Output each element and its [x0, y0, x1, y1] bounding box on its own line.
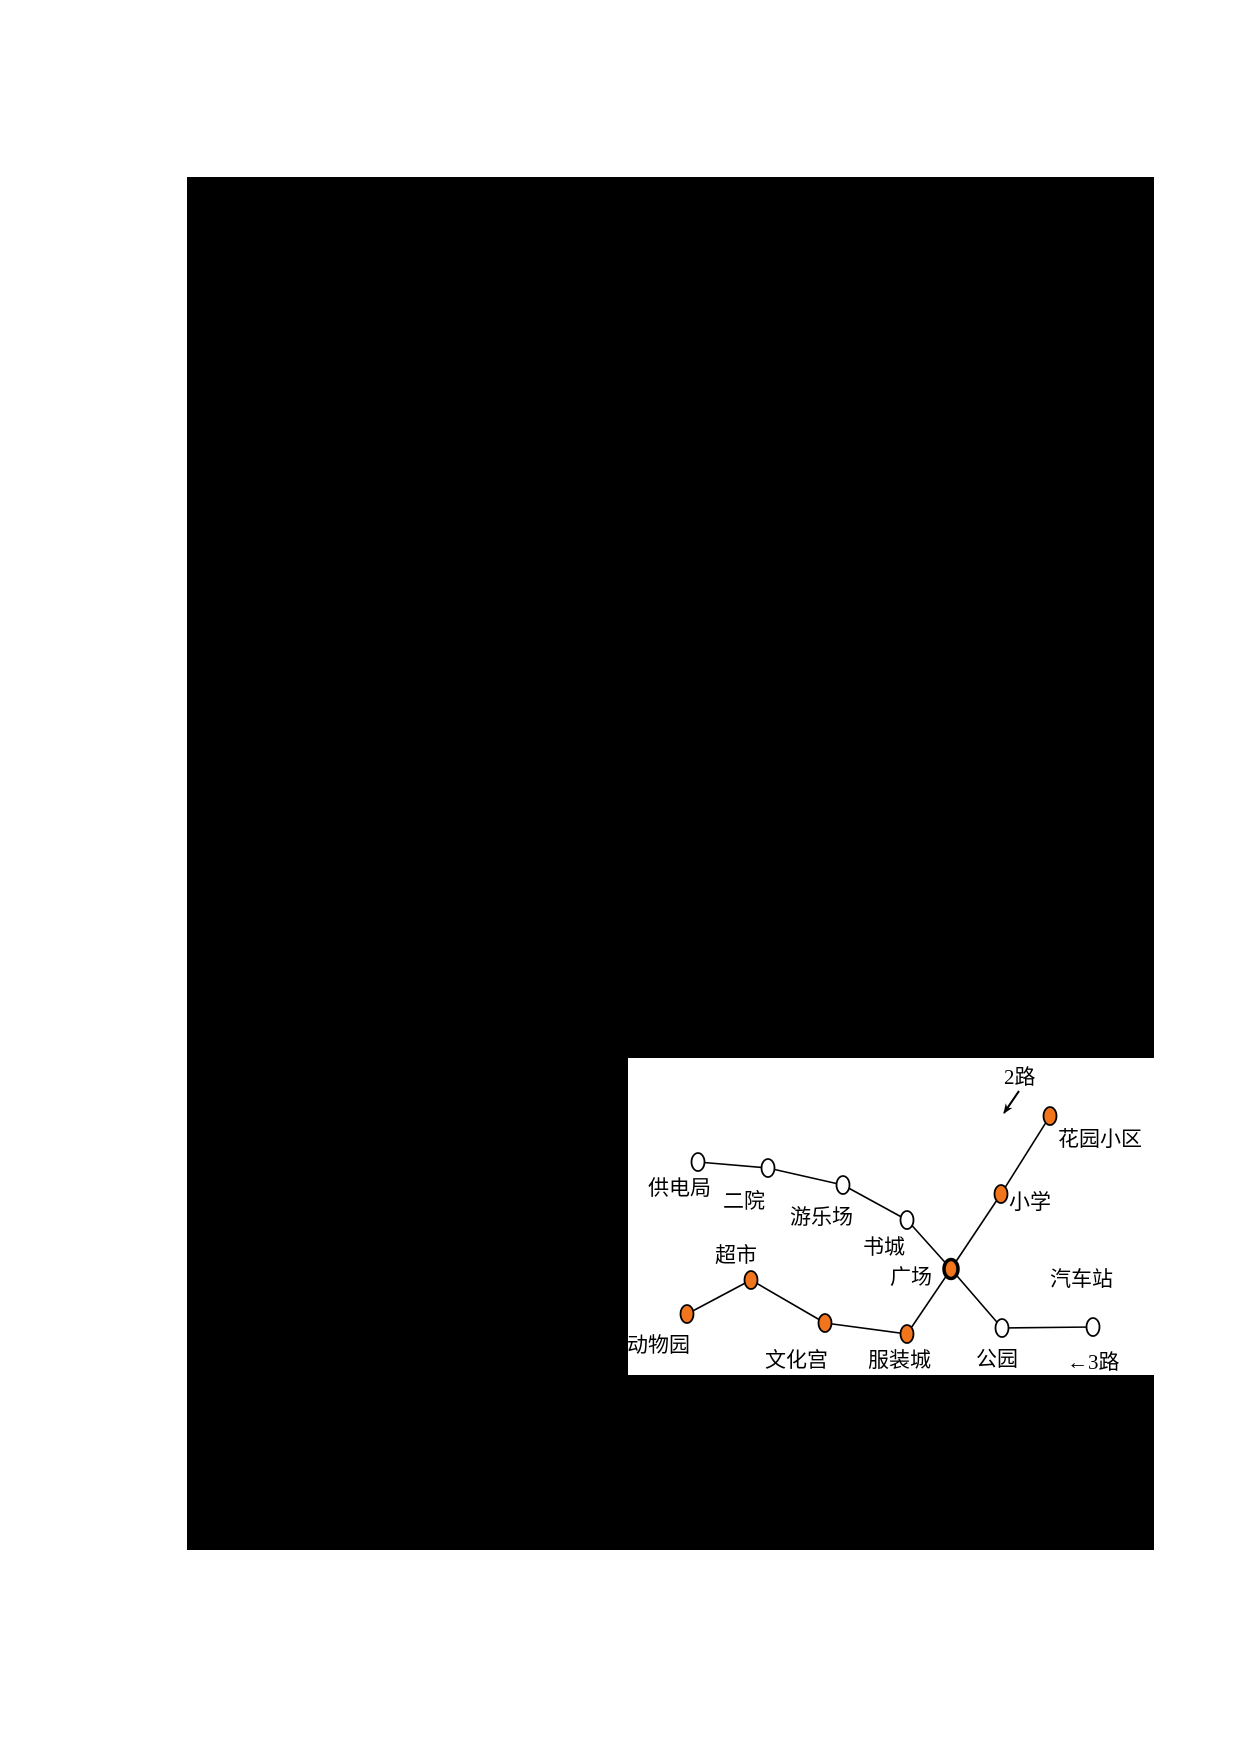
- station-node-chaoshi: [743, 1270, 759, 1290]
- station-nodes: [679, 1106, 1101, 1344]
- route-annotations: 2路 ←3路: [1003, 1065, 1120, 1374]
- station-node-dongwuyuan: [679, 1304, 695, 1324]
- station-node-wenhuagong: [817, 1313, 833, 1333]
- station-label-gongdianju: 供电局: [648, 1176, 711, 1200]
- route2-label: 2路: [1004, 1065, 1036, 1089]
- station-node-guangchang: [942, 1257, 960, 1281]
- route-segment-fuzhuangcheng-guangchang: [906, 1268, 952, 1335]
- station-node-shucheng: [899, 1210, 915, 1230]
- route-segment-chaoshi-wenhuagong: [750, 1279, 826, 1324]
- station-label-chaoshi: 超市: [715, 1243, 757, 1267]
- route-lines: [686, 1115, 1094, 1335]
- station-label-fuzhuangcheng: 服装城: [868, 1348, 931, 1372]
- station-label-gongyuan: 公园: [976, 1347, 1018, 1371]
- station-label-dongwuyuan: 动物园: [628, 1333, 690, 1357]
- station-label-guangchang: 广场: [890, 1265, 932, 1289]
- route-segment-xiaoxue-huayuanxiaoqu: [1000, 1115, 1051, 1195]
- station-node-qichezhan: [1085, 1317, 1101, 1337]
- route-segment-gongdianju-eryuan: [697, 1161, 769, 1169]
- station-node-gongyuan: [994, 1318, 1010, 1338]
- station-label-shucheng: 书城: [863, 1235, 905, 1259]
- station-label-huayuanxiaoqu: 花园小区: [1058, 1127, 1142, 1151]
- route-segment-eryuan-youlechang: [767, 1167, 844, 1186]
- station-label-xiaoxue: 小学: [1009, 1190, 1051, 1214]
- route-segment-youlechang-shucheng: [842, 1184, 908, 1221]
- station-label-eryuan: 二院: [723, 1189, 765, 1213]
- route2-label-arrow: [1003, 1090, 1020, 1114]
- route-segment-guangchang-gongyuan: [950, 1268, 1003, 1329]
- route-segment-shucheng-guangchang: [906, 1219, 952, 1270]
- station-node-fuzhuangcheng: [899, 1324, 915, 1344]
- station-node-gongdianju: [690, 1152, 706, 1172]
- station-label-qichezhan: 汽车站: [1050, 1267, 1113, 1291]
- station-node-huayuanxiaoqu: [1042, 1106, 1058, 1126]
- station-node-xiaoxue: [993, 1184, 1009, 1204]
- station-label-wenhuagong: 文化宫: [765, 1348, 828, 1372]
- bus-route-diagram-box: 供电局二院游乐场书城公园 汽车站动物园 超市文化宫 服装城 广场 小学 花园小区 2路 ←3路: [628, 1058, 1154, 1375]
- station-label-youlechang: 游乐场: [790, 1205, 853, 1229]
- route-segment-wenhuagong-fuzhuangcheng: [824, 1322, 908, 1335]
- route-segment-dongwuyuan-chaoshi: [686, 1279, 752, 1315]
- station-node-youlechang: [835, 1175, 851, 1195]
- route-segment-gongyuan-qichezhan: [1001, 1326, 1094, 1329]
- route3-label: ←3路: [1067, 1350, 1120, 1374]
- route-segment-guangchang-xiaoxue: [950, 1193, 1002, 1270]
- station-node-eryuan: [760, 1158, 776, 1178]
